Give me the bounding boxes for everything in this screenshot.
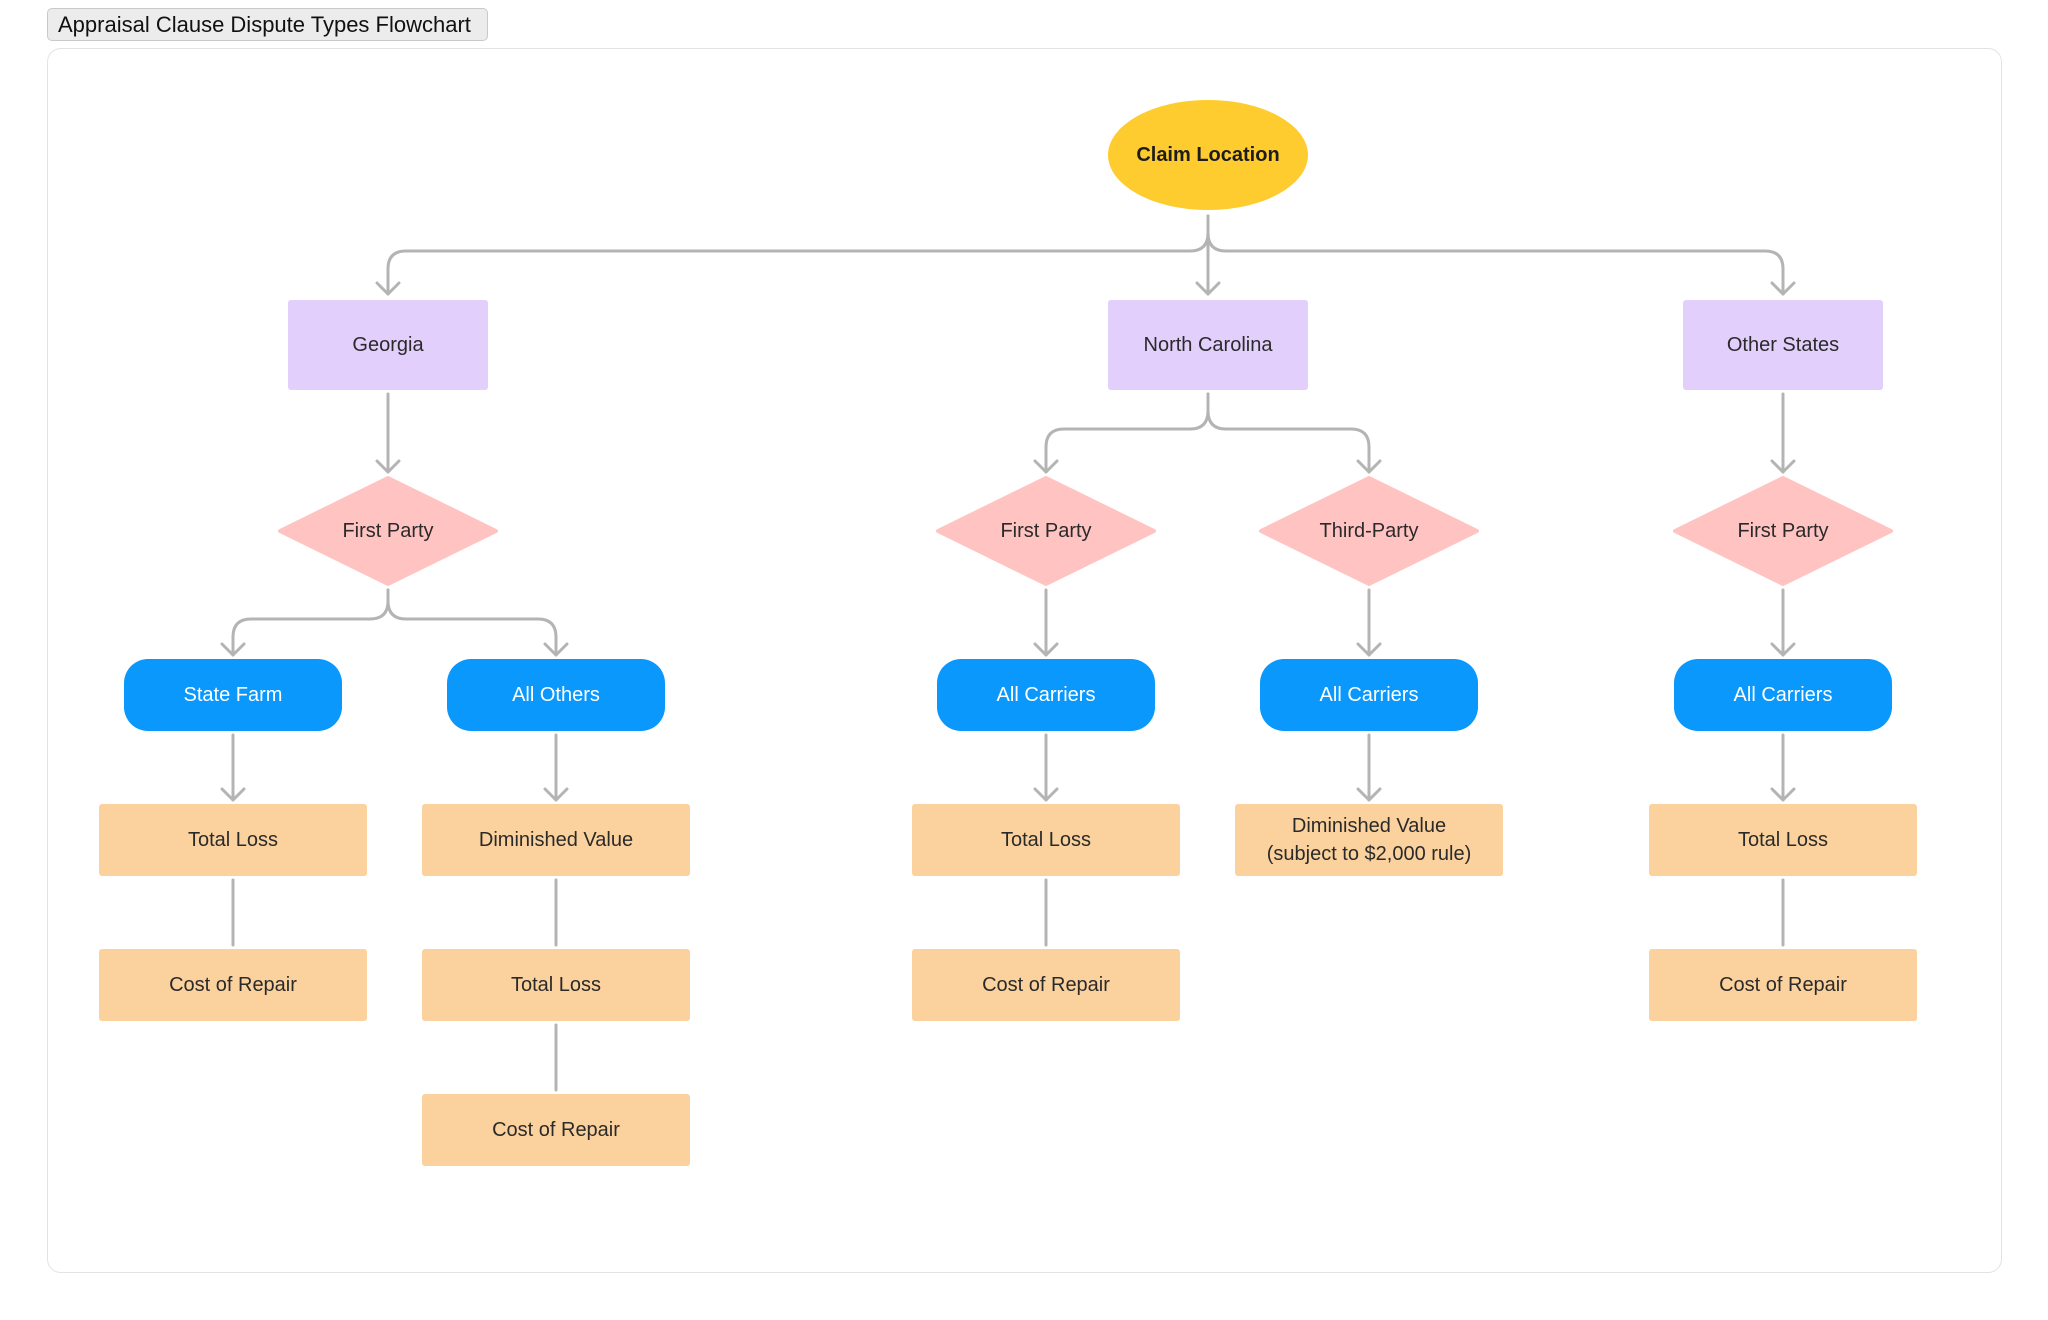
party-decision-first-party[interactable]: First Party — [1673, 476, 1893, 586]
party-decision-third-party-label: Third-Party — [1319, 520, 1419, 542]
connector-carrier-dispute-arrow-0-0-1 — [543, 787, 569, 802]
dispute-type-node[interactable]: Cost of Repair — [1649, 949, 1917, 1021]
diamond-shape — [278, 476, 498, 586]
party-decision-first-party-label: First Party — [1000, 520, 1092, 542]
diagram-title-tab[interactable]: Appraisal Clause Dispute Types Flowchart — [47, 8, 488, 41]
connector-state1-party-arrow-0 — [1033, 459, 1059, 474]
dispute-type-node[interactable]: Total Loss — [99, 804, 367, 876]
dispute-type-node[interactable]: Cost of Repair — [99, 949, 367, 1021]
connector-carrier-dispute-arrow-1-0-0 — [1033, 787, 1059, 802]
diamond-shape — [1259, 476, 1479, 586]
connector-state1-party-arrow-1 — [1356, 459, 1382, 474]
party-decision-first-party[interactable]: First Party — [936, 476, 1156, 586]
connector-root-state-arrow-1 — [1195, 281, 1221, 296]
carrier-node-all-carriers[interactable]: All Carriers — [1674, 659, 1892, 731]
state-node-other-states[interactable]: Other States — [1683, 300, 1883, 390]
dispute-type-node[interactable]: Total Loss — [1649, 804, 1917, 876]
connector-state1-party1-carrier-arrow-0 — [1356, 642, 1382, 657]
connector-state1-party0-carrier-arrow-0 — [1033, 642, 1059, 657]
diamond-shape — [936, 476, 1156, 586]
diamond-shape — [1673, 476, 1893, 586]
party-decision-third-party[interactable]: Third-Party — [1259, 476, 1479, 586]
state-node-north-carolina[interactable]: North Carolina — [1108, 300, 1308, 390]
connector-root-state-0 — [386, 214, 1210, 296]
root-node-claim-location[interactable]: Claim Location — [1108, 100, 1308, 210]
connector-state2-party-arrow-0 — [1770, 459, 1796, 474]
carrier-node-state-farm[interactable]: State Farm — [124, 659, 342, 731]
state-node-georgia[interactable]: Georgia — [288, 300, 488, 390]
flowchart-connectors — [220, 214, 1796, 1092]
connector-carrier-dispute-arrow-2-0-0 — [1770, 787, 1796, 802]
connector-state0-party-arrow-0 — [375, 459, 401, 474]
carrier-node-all-others[interactable]: All Others — [447, 659, 665, 731]
connector-carrier-dispute-arrow-0-0-0 — [220, 787, 246, 802]
dispute-type-node[interactable]: Cost of Repair — [422, 1094, 690, 1166]
dispute-type-node[interactable]: Total Loss — [422, 949, 690, 1021]
connector-state1-party-0 — [1044, 392, 1210, 474]
carrier-node-all-carriers[interactable]: All Carriers — [1260, 659, 1478, 731]
connector-state0-party0-carrier-1 — [386, 588, 558, 657]
connector-state0-party0-carrier-arrow-1 — [543, 642, 569, 657]
connector-state1-party-1 — [1206, 392, 1371, 474]
connector-carrier-dispute-arrow-1-1-0 — [1356, 787, 1382, 802]
connector-root-state-2 — [1206, 214, 1785, 296]
dispute-type-node[interactable]: Cost of Repair — [912, 949, 1180, 1021]
party-decision-first-party[interactable]: First Party — [278, 476, 498, 586]
dispute-type-node[interactable]: Diminished Value (subject to $2,000 rule… — [1235, 804, 1503, 876]
connector-state0-party0-carrier-0 — [231, 588, 390, 657]
dispute-type-node[interactable]: Diminished Value — [422, 804, 690, 876]
carrier-node-all-carriers[interactable]: All Carriers — [937, 659, 1155, 731]
party-decision-first-party-label: First Party — [342, 520, 434, 542]
party-decision-first-party-label: First Party — [1737, 520, 1829, 542]
dispute-type-node[interactable]: Total Loss — [912, 804, 1180, 876]
connector-root-state-arrow-2 — [1770, 281, 1796, 296]
connector-state2-party0-carrier-arrow-0 — [1770, 642, 1796, 657]
connector-root-state-arrow-0 — [375, 281, 401, 296]
connector-state0-party0-carrier-arrow-0 — [220, 642, 246, 657]
